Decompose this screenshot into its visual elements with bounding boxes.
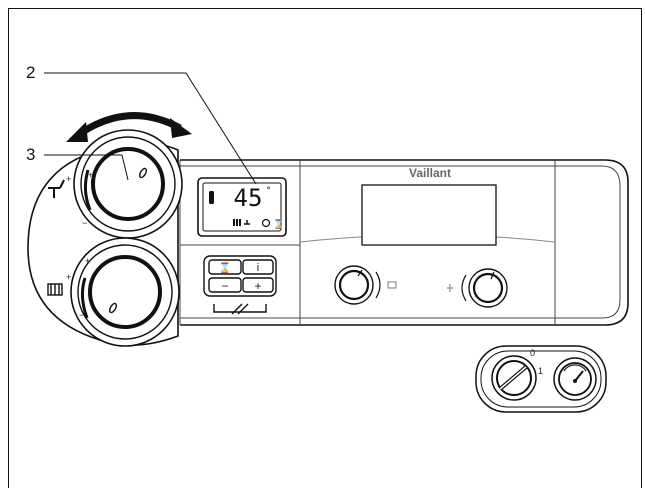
minus-button[interactable] <box>208 277 242 293</box>
knob2-scale-minus: − <box>79 310 84 320</box>
plus-button-label: + <box>254 279 261 293</box>
callout-2: 2 <box>26 63 257 185</box>
radiator-icon <box>47 283 63 296</box>
heating-knob-icon <box>387 281 397 289</box>
callout-label-3: 3 <box>26 145 35 164</box>
brand-logo: Vaillant <box>409 166 451 180</box>
temperature-readout: 45 <box>234 184 263 212</box>
figure-frame <box>8 8 642 488</box>
main-power-switch[interactable] <box>491 355 537 401</box>
switch-off-label: 0 <box>530 348 535 358</box>
hot-water-knob[interactable] <box>73 129 183 239</box>
boiler-control-panel-diagram: + + − + + − 45 ° ⌛ ⌛ i <box>26 63 629 413</box>
rotation-arrow-icon <box>66 112 192 142</box>
clock-status-icon <box>261 218 271 228</box>
knob2-plus-sign: + <box>66 272 71 282</box>
timer-button[interactable] <box>208 259 242 275</box>
heating-knob[interactable] <box>70 237 180 347</box>
tap-status-icon <box>244 220 250 225</box>
burner-indicator-icon <box>209 191 214 204</box>
timer-status-icon: ⌛ <box>273 218 284 229</box>
lcd-display: 45 ° ⌛ <box>197 177 287 237</box>
info-button[interactable] <box>242 259 274 275</box>
central-heating-temperature-knob[interactable] <box>334 265 381 305</box>
knob2-scale-plus: + <box>85 256 90 266</box>
switch-on-label: 1 <box>538 366 543 376</box>
timer-button-label: ⌛ <box>219 261 231 274</box>
knob1-scale-plus: + <box>88 170 93 180</box>
chimney-sweep-icon <box>231 303 249 315</box>
callout-label-2: 2 <box>26 63 35 82</box>
info-button-label: i <box>257 262 259 274</box>
hot-water-knob-icon <box>447 284 453 292</box>
hot-water-temperature-knob[interactable] <box>461 268 508 308</box>
radiator-status-icon <box>233 219 241 226</box>
knob1-scale-minus: − <box>82 218 87 228</box>
tap-icon <box>48 179 65 198</box>
info-window <box>361 184 497 246</box>
plus-button[interactable] <box>242 277 274 293</box>
button-group: ⌛ i − + <box>203 255 277 315</box>
minus-button-label: − <box>221 279 228 293</box>
knob1-plus-sign: + <box>66 174 71 184</box>
callout-3: 3 <box>26 145 129 181</box>
pressure-gauge-icon <box>553 357 597 401</box>
temperature-unit: ° <box>266 186 271 196</box>
